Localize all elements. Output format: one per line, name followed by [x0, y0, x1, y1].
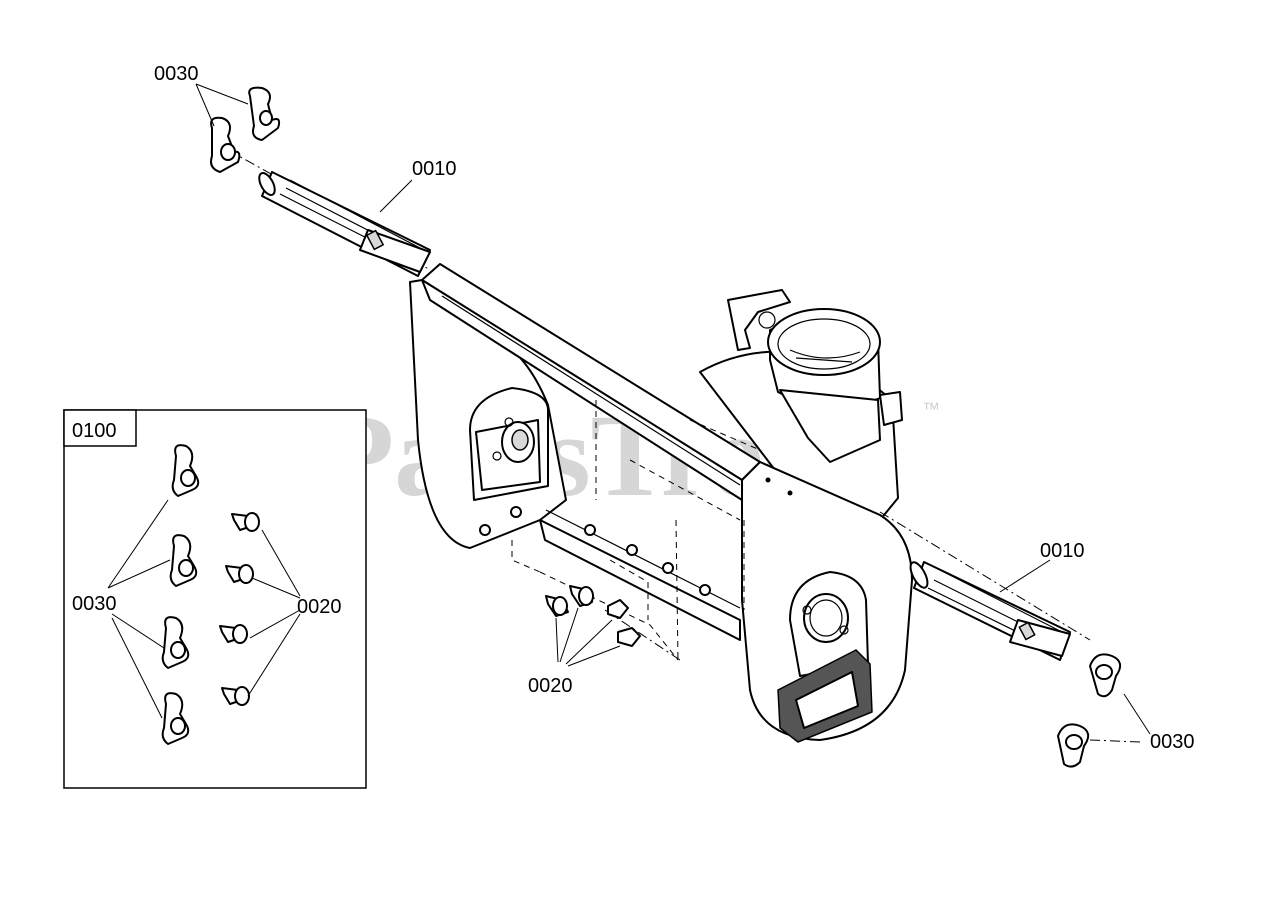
callout-0010-right: 0010: [1040, 540, 1085, 562]
inset-wing-nut-3[interactable]: [161, 616, 190, 669]
wing-nut-right-1[interactable]: [1089, 653, 1122, 698]
callout-0030-top: 0030: [154, 63, 199, 85]
callout-0030-right: 0030: [1150, 731, 1195, 753]
inset-wing-nut-1[interactable]: [171, 444, 200, 497]
callout-0020-center: 0020: [528, 675, 573, 697]
inset-bolt-3[interactable]: [219, 624, 248, 644]
auger-housing[interactable]: [409, 263, 913, 743]
inset-callout-0020: 0020: [297, 596, 342, 618]
inset-callout-0030: 0030: [72, 593, 117, 615]
inset-wing-nut-4[interactable]: [161, 692, 190, 745]
shaft-sleeve-top[interactable]: [256, 171, 431, 277]
inset-bolt-1[interactable]: [231, 512, 260, 532]
carriage-bolt-center-1[interactable]: [545, 595, 569, 617]
wing-nut-top-1[interactable]: [248, 86, 281, 141]
shaft-sleeve-right[interactable]: [907, 560, 1071, 661]
inset-bolt-4[interactable]: [221, 686, 250, 706]
hex-nut-center-1[interactable]: [607, 599, 629, 619]
carriage-bolt-center-2[interactable]: [569, 585, 594, 607]
watermark-trademark: ™: [922, 399, 940, 419]
wing-nut-right-2[interactable]: [1057, 723, 1090, 768]
inset-bolt-2[interactable]: [225, 564, 254, 584]
inset-label: 0100: [72, 420, 117, 442]
wing-nut-top-2[interactable]: [210, 116, 241, 173]
hex-nut-center-2[interactable]: [617, 627, 641, 647]
inset-wing-nut-2[interactable]: [169, 534, 198, 587]
inset-hardware-kit[interactable]: 0100: [63, 409, 367, 789]
callout-0010-top: 0010: [412, 158, 457, 180]
